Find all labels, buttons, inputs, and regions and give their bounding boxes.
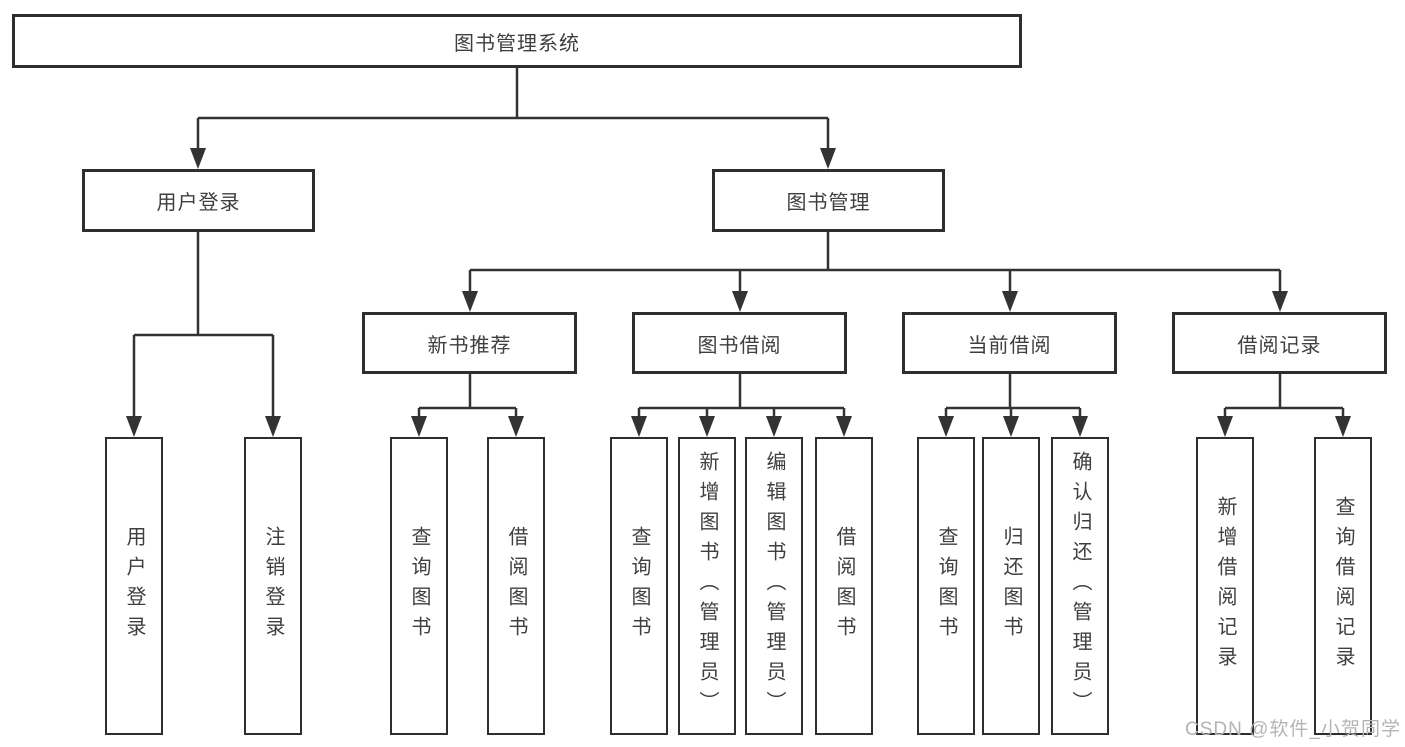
node-leaf-query-books-recommend: 查询图书	[390, 437, 448, 735]
leaf-label: 借阅图书	[833, 526, 855, 646]
arrow-down-icon	[1003, 416, 1019, 437]
node-root-system: 图书管理系统	[12, 14, 1022, 68]
arrow-down-icon	[508, 416, 524, 437]
leaf-label: 注销登录	[262, 526, 284, 646]
leaf-label: 新增借阅记录	[1214, 496, 1236, 676]
arrow-down-icon	[631, 416, 647, 437]
watermark: CSDN @软件_小贺同学	[1185, 719, 1401, 740]
arrow-down-icon	[126, 416, 142, 437]
node-leaf-add-borrow-record: 新增借阅记录	[1196, 437, 1254, 735]
arrow-down-icon	[462, 291, 478, 312]
leaf-label: 编辑图书（管理员）	[763, 451, 785, 721]
arrow-down-icon	[190, 148, 206, 169]
arrow-down-icon	[411, 416, 427, 437]
arrow-down-icon	[699, 416, 715, 437]
leaf-label: 查询借阅记录	[1332, 496, 1354, 676]
arrow-down-icon	[820, 148, 836, 169]
arrow-down-icon	[732, 291, 748, 312]
arrow-down-icon	[836, 416, 852, 437]
node-new-book-recommend: 新书推荐	[362, 312, 577, 374]
arrow-down-icon	[1002, 291, 1018, 312]
node-leaf-add-books-admin: 新增图书（管理员）	[678, 437, 736, 735]
node-borrowing-records: 借阅记录	[1172, 312, 1387, 374]
leaf-label: 用户登录	[123, 526, 145, 646]
arrow-down-icon	[1217, 416, 1233, 437]
arrow-down-icon	[938, 416, 954, 437]
node-leaf-logout: 注销登录	[244, 437, 302, 735]
arrow-down-icon	[1272, 291, 1288, 312]
arrow-down-icon	[766, 416, 782, 437]
leaf-label: 归还图书	[1000, 526, 1022, 646]
arrow-down-icon	[265, 416, 281, 437]
node-leaf-query-borrow-record: 查询借阅记录	[1314, 437, 1372, 735]
node-user-login-branch: 用户登录	[82, 169, 315, 232]
node-book-borrowing: 图书借阅	[632, 312, 847, 374]
leaf-label: 查询图书	[408, 526, 430, 646]
node-leaf-confirm-return-admin: 确认归还（管理员）	[1051, 437, 1109, 735]
node-leaf-query-books-current: 查询图书	[917, 437, 975, 735]
arrow-down-icon	[1335, 416, 1351, 437]
leaf-label: 查询图书	[935, 526, 957, 646]
leaf-label: 确认归还（管理员）	[1069, 451, 1091, 721]
leaf-label: 借阅图书	[505, 526, 527, 646]
node-leaf-edit-books-admin: 编辑图书（管理员）	[745, 437, 803, 735]
leaf-label: 新增图书（管理员）	[696, 451, 718, 721]
node-leaf-return-books: 归还图书	[982, 437, 1040, 735]
leaf-label: 查询图书	[628, 526, 650, 646]
node-book-management-branch: 图书管理	[712, 169, 945, 232]
arrow-down-icon	[1072, 416, 1088, 437]
node-leaf-user-login: 用户登录	[105, 437, 163, 735]
node-leaf-query-books-borrowing: 查询图书	[610, 437, 668, 735]
node-current-borrowing: 当前借阅	[902, 312, 1117, 374]
node-leaf-borrow-books: 借阅图书	[815, 437, 873, 735]
node-leaf-borrow-books-recommend: 借阅图书	[487, 437, 545, 735]
